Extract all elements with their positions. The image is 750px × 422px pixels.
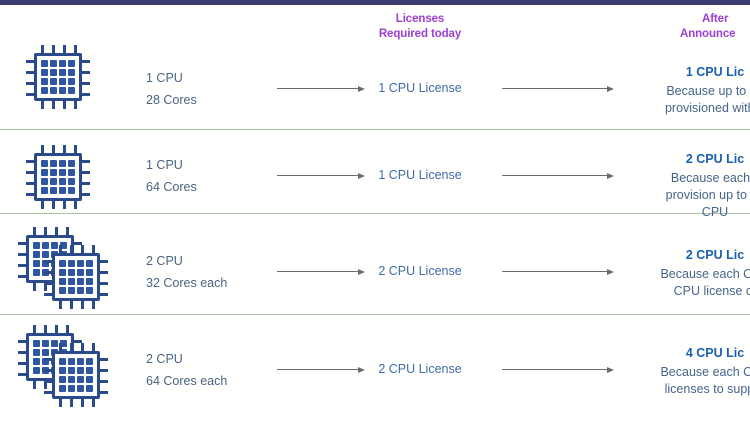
column-header-licenses-required-today: Licenses Required today bbox=[330, 12, 510, 42]
after-license-title: 4 CPU Lic bbox=[685, 346, 745, 360]
after-desc-line: CPU license of bbox=[673, 284, 750, 298]
arrow-left-to-middle bbox=[277, 267, 365, 276]
after-desc-line: Because each CPU bbox=[660, 365, 750, 379]
licensing-comparison-diagram: Licenses Required today After Announce bbox=[0, 5, 750, 422]
left-spec-core-count: 32 Cores each bbox=[146, 276, 228, 290]
arrow-middle-to-right bbox=[502, 365, 614, 374]
left-spec-core-count: 28 Cores bbox=[146, 93, 197, 107]
license-required-today-value: 2 CPU License bbox=[378, 264, 462, 278]
arrow-left-to-middle bbox=[277, 84, 365, 93]
row-separator-3 bbox=[0, 314, 750, 315]
license-required-today-value: 1 CPU License bbox=[378, 81, 462, 95]
arrow-middle-to-right bbox=[502, 84, 614, 93]
license-required-today-value: 1 CPU License bbox=[378, 168, 462, 182]
left-spec-cpu-count: 2 CPU bbox=[146, 352, 183, 366]
chip-front bbox=[26, 45, 90, 109]
chip-front bbox=[26, 145, 90, 209]
left-spec-core-count: 64 Cores each bbox=[146, 374, 228, 388]
left-spec-label: 2 CPU 64 Cores each bbox=[146, 348, 227, 392]
row-separator-2 bbox=[0, 213, 750, 214]
after-license-description: Because each CPU CPU license of bbox=[600, 266, 750, 300]
column-header-middle-line1: Licenses bbox=[395, 13, 445, 25]
column-header-middle-line2: Required today bbox=[378, 28, 462, 40]
arrow-left-to-middle bbox=[277, 171, 365, 180]
cpu-chip-single-icon bbox=[18, 41, 122, 123]
after-license-title: 1 CPU Lic bbox=[685, 65, 745, 79]
column-header-after-announcement: After Announce bbox=[640, 12, 750, 42]
chip-front bbox=[44, 343, 108, 407]
after-desc-line: provisioned with 1 bbox=[664, 101, 750, 115]
after-desc-line: Because up to 32 bbox=[666, 84, 750, 98]
cpu-chip-double-icon bbox=[18, 325, 138, 415]
row-separator-1 bbox=[0, 129, 750, 130]
cpu-chip-single-icon bbox=[18, 141, 122, 223]
arrow-left-to-middle bbox=[277, 365, 365, 374]
chip-front bbox=[44, 245, 108, 309]
cpu-chip-double-icon bbox=[18, 227, 138, 317]
left-spec-cpu-count: 1 CPU bbox=[146, 71, 183, 85]
left-spec-label: 2 CPU 32 Cores each bbox=[146, 250, 227, 294]
left-spec-label: 1 CPU 28 Cores bbox=[146, 67, 197, 111]
left-spec-core-count: 64 Cores bbox=[146, 180, 197, 194]
after-announcement-block: 2 CPU Lic Because each CPU CPU license o… bbox=[600, 247, 750, 300]
after-license-title: 2 CPU Lic bbox=[685, 248, 745, 262]
arrow-middle-to-right bbox=[502, 267, 614, 276]
after-announcement-block: 1 CPU Lic Because up to 32 provisioned w… bbox=[600, 64, 750, 117]
license-required-today-value: 2 CPU License bbox=[378, 362, 462, 376]
after-desc-line: Because each CPU bbox=[660, 267, 750, 281]
left-spec-cpu-count: 2 CPU bbox=[146, 254, 183, 268]
left-spec-label: 1 CPU 64 Cores bbox=[146, 154, 197, 198]
arrow-middle-to-right bbox=[502, 171, 614, 180]
after-license-title: 2 CPU Lic bbox=[685, 152, 745, 166]
left-spec-cpu-count: 1 CPU bbox=[146, 158, 183, 172]
after-desc-line: Because each li bbox=[670, 171, 750, 185]
after-desc-line: CPU bbox=[701, 205, 729, 219]
after-license-description: Because each CPU licenses to suppor bbox=[600, 364, 750, 398]
after-license-description: Because each li provision up to 32 CPU bbox=[600, 170, 750, 221]
column-header-right-line1: After bbox=[702, 13, 729, 25]
after-desc-line: licenses to suppor bbox=[664, 382, 750, 396]
after-license-description: Because up to 32 provisioned with 1 bbox=[600, 83, 750, 117]
column-header-right-line2: Announce bbox=[680, 28, 736, 40]
after-announcement-block: 2 CPU Lic Because each li provision up t… bbox=[600, 151, 750, 221]
after-desc-line: provision up to 32 bbox=[665, 188, 750, 202]
after-announcement-block: 4 CPU Lic Because each CPU licenses to s… bbox=[600, 345, 750, 398]
